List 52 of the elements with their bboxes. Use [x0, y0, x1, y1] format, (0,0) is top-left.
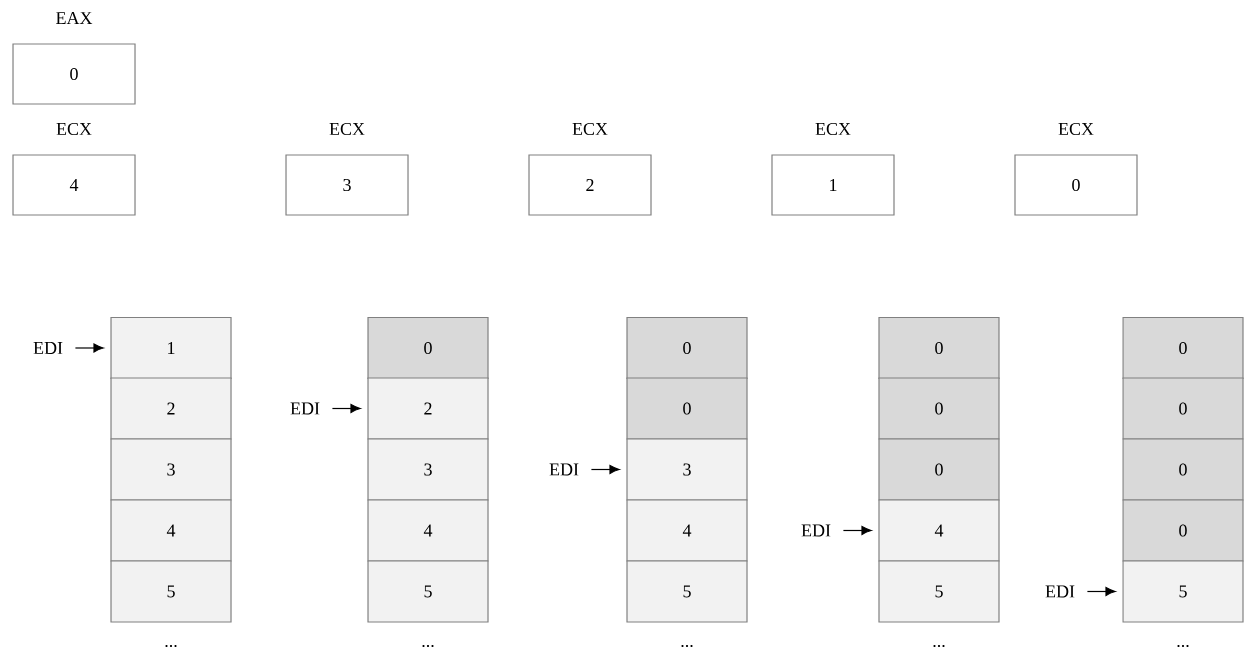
memory-cell: 0 — [626, 316, 748, 380]
memory-cell: 3 — [626, 438, 748, 501]
memory-cell: 5 — [626, 560, 748, 623]
memory-cell: 2 — [110, 377, 232, 440]
register-box: 1 — [771, 154, 895, 216]
register-box: 2 — [528, 154, 652, 216]
memory-cell: 4 — [110, 499, 232, 562]
ellipsis: ... — [933, 644, 945, 648]
arrow — [842, 526, 872, 535]
memory-cell: 5 — [1122, 560, 1244, 623]
memory-cell: 2 — [367, 377, 489, 440]
register-label: ECX — [815, 122, 851, 136]
memory-cell: 3 — [110, 438, 232, 501]
memory-cell: 3 — [367, 438, 489, 501]
memory-cell: 0 — [1122, 438, 1244, 501]
register-box: 4 — [12, 154, 136, 216]
register-label: EAX — [56, 12, 93, 24]
memory-cell: 5 — [878, 560, 1000, 623]
memory-cell: 0 — [1122, 316, 1244, 380]
memory-cell: 4 — [878, 499, 1000, 562]
ellipsis: ... — [1177, 644, 1189, 648]
memory-cell: 4 — [367, 499, 489, 562]
memory-cell: 0 — [878, 316, 1000, 380]
pointer-label: EDI — [290, 402, 320, 415]
arrow — [74, 343, 104, 353]
arrow — [1086, 587, 1116, 596]
register-label: ECX — [329, 122, 365, 136]
memory-cell: 1 — [110, 316, 232, 380]
memory-cell: 5 — [367, 560, 489, 623]
memory-cell: 0 — [367, 316, 489, 380]
arrow — [590, 465, 620, 474]
memory-cell: 0 — [878, 377, 1000, 440]
register-box: 3 — [285, 154, 409, 216]
register-label: ECX — [1058, 122, 1094, 136]
memory-cell: 0 — [1122, 377, 1244, 440]
arrow — [331, 404, 361, 413]
pointer-label: EDI — [549, 463, 579, 476]
pointer-label: EDI — [33, 342, 63, 354]
memory-cell: 0 — [1122, 499, 1244, 562]
ellipsis: ... — [422, 644, 434, 648]
pointer-label: EDI — [1045, 585, 1075, 598]
memory-cell: 0 — [626, 377, 748, 440]
memory-cell: 4 — [626, 499, 748, 562]
register-box: 0 — [1014, 154, 1138, 216]
register-label: ECX — [572, 122, 608, 136]
memory-cell: 5 — [110, 560, 232, 623]
pointer-label: EDI — [801, 524, 831, 537]
ellipsis: ... — [681, 644, 693, 648]
memory-cell: 0 — [878, 438, 1000, 501]
register-label: ECX — [56, 122, 92, 136]
register-box: 0 — [12, 43, 136, 105]
ellipsis: ... — [165, 644, 177, 648]
